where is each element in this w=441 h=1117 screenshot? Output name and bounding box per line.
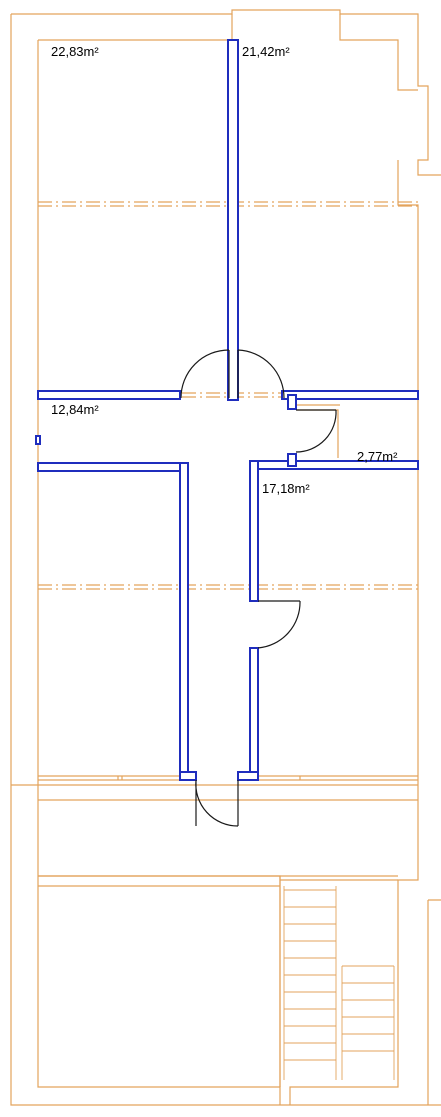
partition-corridor-right-v-upper	[249, 460, 259, 602]
partition-mid-right-h	[281, 390, 419, 400]
lower-left-room-outline	[38, 875, 281, 1087]
partition-walls	[35, 39, 419, 781]
bottom-room-lines	[38, 775, 418, 781]
area-label-middle-right: 17,18m²	[262, 481, 310, 496]
door-top-right[interactable]	[237, 349, 285, 399]
outer-wall-outline	[10, 9, 441, 1106]
partition-bottom-left-h	[179, 771, 197, 781]
partition-lower-left-h	[37, 462, 189, 472]
bathroom-outline	[297, 404, 340, 458]
partition-stub-bathroom-bottom	[287, 453, 297, 467]
beam-dashed-upper	[38, 201, 418, 207]
doors	[180, 349, 337, 827]
door-corridor[interactable]	[195, 779, 239, 827]
partition-top-vertical	[227, 39, 239, 401]
door-bathroom[interactable]	[295, 409, 337, 453]
corridor-band-outline	[11, 784, 418, 887]
partition-bottom-right-h	[237, 771, 259, 781]
area-label-bathroom: 2,77m²	[357, 449, 398, 464]
partition-stub-left-edge	[35, 435, 41, 445]
area-label-top-left: 22,83m²	[51, 44, 99, 59]
stairwell-outline	[279, 876, 398, 1087]
partition-mid-left-h	[37, 390, 181, 400]
partition-stub-bathroom-top	[287, 394, 297, 410]
staircase	[283, 886, 395, 1080]
partition-corridor-right-v-lower	[249, 647, 259, 779]
right-lower-outline	[289, 780, 441, 1105]
door-top-left[interactable]	[180, 349, 230, 399]
partition-corridor-left-v	[179, 462, 189, 777]
door-middle-right[interactable]	[257, 600, 301, 649]
area-label-top-right: 21,42m²	[242, 44, 290, 59]
wall-outlines	[10, 9, 441, 1106]
beam-dashed-lower	[38, 584, 418, 590]
area-label-middle-left: 12,84m²	[51, 402, 99, 417]
